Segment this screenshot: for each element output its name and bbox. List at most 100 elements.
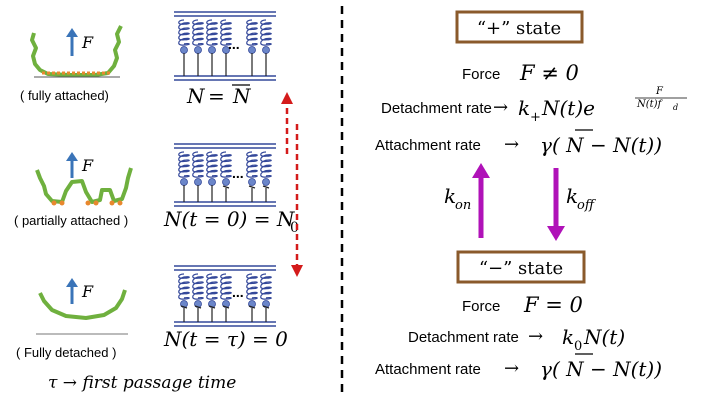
panel-fully-detached: F ( Fully detached ) <box>16 278 128 360</box>
attach-dot-b <box>59 200 65 206</box>
motor-head <box>180 178 188 186</box>
spring <box>192 273 204 322</box>
force-arrowhead-3 <box>66 278 78 287</box>
spring <box>192 151 204 202</box>
free-tether-tip <box>222 185 230 189</box>
spring <box>178 151 190 202</box>
free-tether-tip <box>262 185 270 189</box>
plus-exp-den: N(t)f <box>636 99 664 110</box>
spring-coil <box>246 151 258 178</box>
equation-2: N(t = 0) = N 0 <box>163 207 299 236</box>
first-passage-footer: τ → first passage time <box>48 373 236 393</box>
motor-head <box>222 178 230 186</box>
k-off-sub: off <box>577 198 597 213</box>
eq1-rhs: N <box>232 84 252 108</box>
plus-detachment-label: Detachment rate <box>381 100 492 117</box>
minus-attachment-label: Attachment rate <box>375 361 481 378</box>
plus-attachment-line: Attachment rate → γ( N − N(t)) <box>375 129 662 157</box>
plus-force-eq: F ≠ 0 <box>519 61 579 85</box>
force-arrowhead-1 <box>66 28 78 37</box>
minus-detachment-label: Detachment rate <box>408 329 519 346</box>
k-on-sub: on <box>455 198 471 213</box>
eq2-sub: 0 <box>290 220 299 236</box>
minus-detachment-arrow: → <box>528 326 543 347</box>
ellipsis-2: ... <box>232 165 244 181</box>
caption-fully-detached: ( Fully detached ) <box>16 345 116 360</box>
spring <box>220 19 232 76</box>
free-tether-tip <box>248 305 256 309</box>
minus-force-label: Force <box>462 298 500 315</box>
force-label-1: F <box>81 33 94 52</box>
red-arrow-up-head <box>281 92 293 104</box>
plus-attachment-eq: γ( N − N(t)) <box>540 133 662 157</box>
spring-coil <box>260 273 272 300</box>
minus-detachment-rest: N(t) <box>583 325 625 349</box>
spring <box>220 151 232 202</box>
spring <box>246 273 258 322</box>
plus-state-label: “+” state <box>477 18 561 39</box>
spring-coil <box>220 151 232 178</box>
free-tether-tip <box>208 305 216 309</box>
motor-head <box>248 178 256 186</box>
minus-detachment-k: k <box>562 325 574 349</box>
plus-attachment-label: Attachment rate <box>375 137 481 154</box>
spring-coil <box>260 151 272 178</box>
plus-attachment-arrow: → <box>504 134 519 155</box>
force-label-3: F <box>81 282 94 301</box>
spring-array-2: ... <box>174 143 276 207</box>
motor-head <box>208 178 216 186</box>
spring-coil <box>178 151 190 178</box>
minus-state-label: “−” state <box>479 258 563 279</box>
spring <box>220 273 232 322</box>
spring <box>178 19 190 76</box>
minus-detachment-line: Detachment rate → k 0 N(t) <box>408 325 625 354</box>
k-off-k: k <box>566 184 578 208</box>
plus-detachment-line: Detachment rate → k + N(t)e F N(t)f d <box>381 86 687 125</box>
minus-force-eq: F = 0 <box>523 293 583 317</box>
filament-3 <box>38 289 127 320</box>
eq3-main: N(t = τ) = 0 <box>163 327 288 351</box>
plus-exp-num: F <box>655 86 664 97</box>
attach-dot-a <box>51 200 57 206</box>
eq2-main: N(t = 0) = N <box>163 207 296 231</box>
spring-coil <box>220 19 232 46</box>
spring <box>206 151 218 202</box>
panel-partially-attached: F ( partially attached ) <box>14 152 133 228</box>
plus-exp-den-sub: d <box>673 103 678 112</box>
spring <box>260 273 272 322</box>
minus-state-box: “−” state <box>456 250 586 284</box>
equation-3: N(t = τ) = 0 <box>163 327 288 351</box>
equation-1: N = N <box>186 84 252 108</box>
plus-detachment-k: k <box>518 96 530 120</box>
eq1-lhs: N <box>186 84 206 108</box>
plus-state-frame <box>455 10 584 44</box>
motor-head <box>262 178 270 186</box>
attach-dot-c <box>85 200 91 206</box>
spring <box>246 151 258 202</box>
k-on-k: k <box>444 184 456 208</box>
spring-coil <box>206 151 218 178</box>
ellipsis-3: ... <box>232 284 244 300</box>
spring-coil <box>246 19 258 46</box>
free-tether-tip <box>222 305 230 309</box>
spring-coil <box>260 19 272 46</box>
spring-coil <box>192 151 204 178</box>
red-arrow-down-head <box>291 265 303 277</box>
eq1-equals: = <box>208 84 225 108</box>
plus-force-label: Force <box>462 66 500 83</box>
attach-dot-e <box>109 200 115 206</box>
k-on-head <box>472 163 490 178</box>
minus-attachment-eq: γ( N − N(t)) <box>540 357 662 381</box>
spring-coil <box>192 19 204 46</box>
minus-detachment-sub: 0 <box>574 339 582 354</box>
free-tether-tip <box>248 185 256 189</box>
attach-dot-d <box>93 200 99 206</box>
plus-detachment-arrow: → <box>493 97 508 118</box>
spring <box>260 151 272 202</box>
filament-1 <box>30 25 123 77</box>
spring <box>206 273 218 322</box>
plus-detachment-mid: N(t)e <box>541 96 595 120</box>
spring-coil <box>192 273 204 300</box>
spring-coil <box>206 273 218 300</box>
